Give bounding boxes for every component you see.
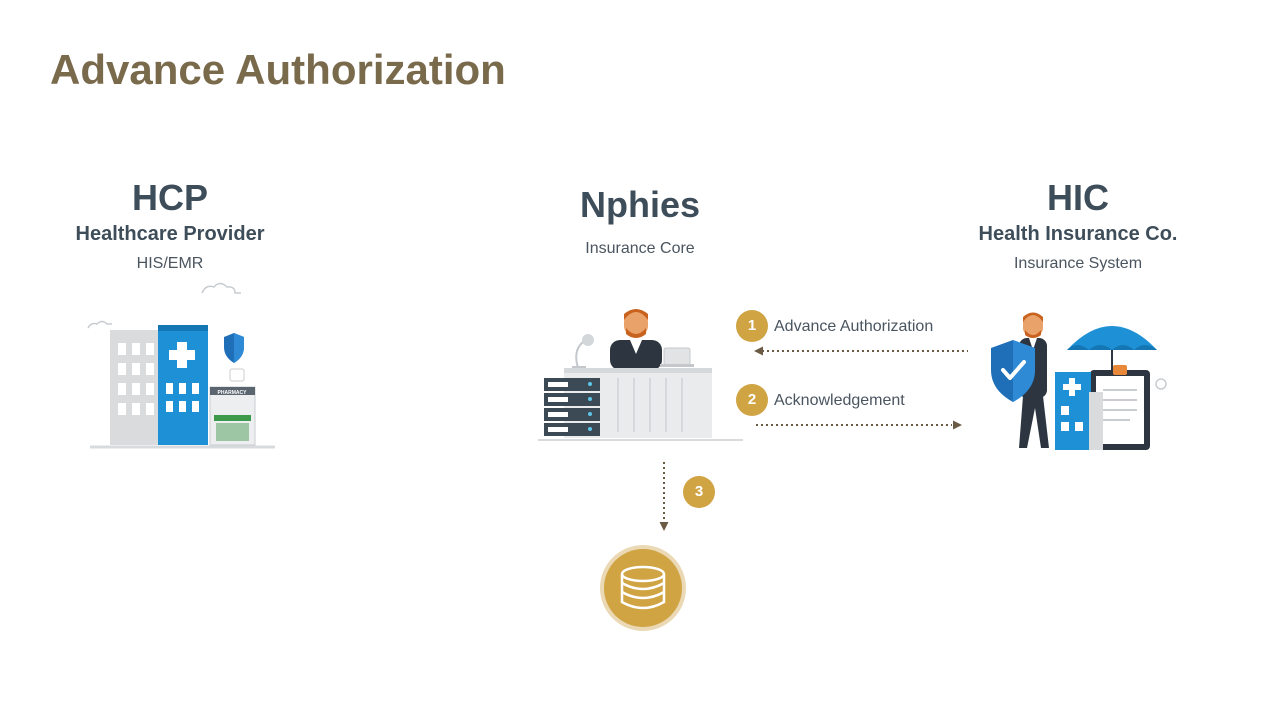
hic-heading: HIC [1047, 177, 1109, 218]
hic-header: HIC Health Insurance Co. Insurance Syste… [948, 180, 1208, 272]
step-3-badge: 3 [683, 476, 715, 508]
pharmacy-sign: PHARMACY [218, 390, 248, 396]
nphies-heading: Nphies [579, 184, 701, 225]
step-2-badge: 2 [736, 384, 768, 416]
laptop-icon [660, 347, 694, 367]
hcp-heading: HCP [131, 177, 208, 218]
cloud-icon [87, 282, 241, 329]
arrow-hic-to-nphies [754, 346, 968, 356]
hic-system: Insurance System [1013, 255, 1143, 272]
step-2-label: Acknowledgement [774, 392, 905, 409]
nphies-header: Nphies Insurance Core [510, 187, 770, 257]
step-1-badge: 1 [736, 310, 768, 342]
hic-subtitle: Health Insurance Co. [978, 223, 1178, 245]
step-1-label: Advance Authorization [774, 318, 934, 335]
arrow-nphies-to-database [659, 462, 669, 531]
hcp-system: HIS/EMR [136, 255, 204, 272]
pharmacy-icon: PHARMACY [209, 368, 256, 446]
nphies-subtitle: Insurance Core [585, 240, 695, 257]
hospital-icon: PHARMACY [87, 282, 275, 449]
hcp-header: HCP Healthcare Provider HIS/EMR [40, 180, 300, 272]
database-icon [600, 545, 686, 631]
umbrella-icon [1067, 326, 1157, 370]
clipboard-icon [1090, 365, 1150, 450]
page-title: Advance Authorization [50, 46, 506, 93]
arrow-nphies-to-hic [756, 420, 962, 430]
hcp-subtitle: Healthcare Provider [75, 223, 265, 245]
server-rack-icon [544, 378, 600, 436]
insurance-agent-icon [991, 312, 1167, 450]
person-at-desk-icon [538, 309, 743, 441]
